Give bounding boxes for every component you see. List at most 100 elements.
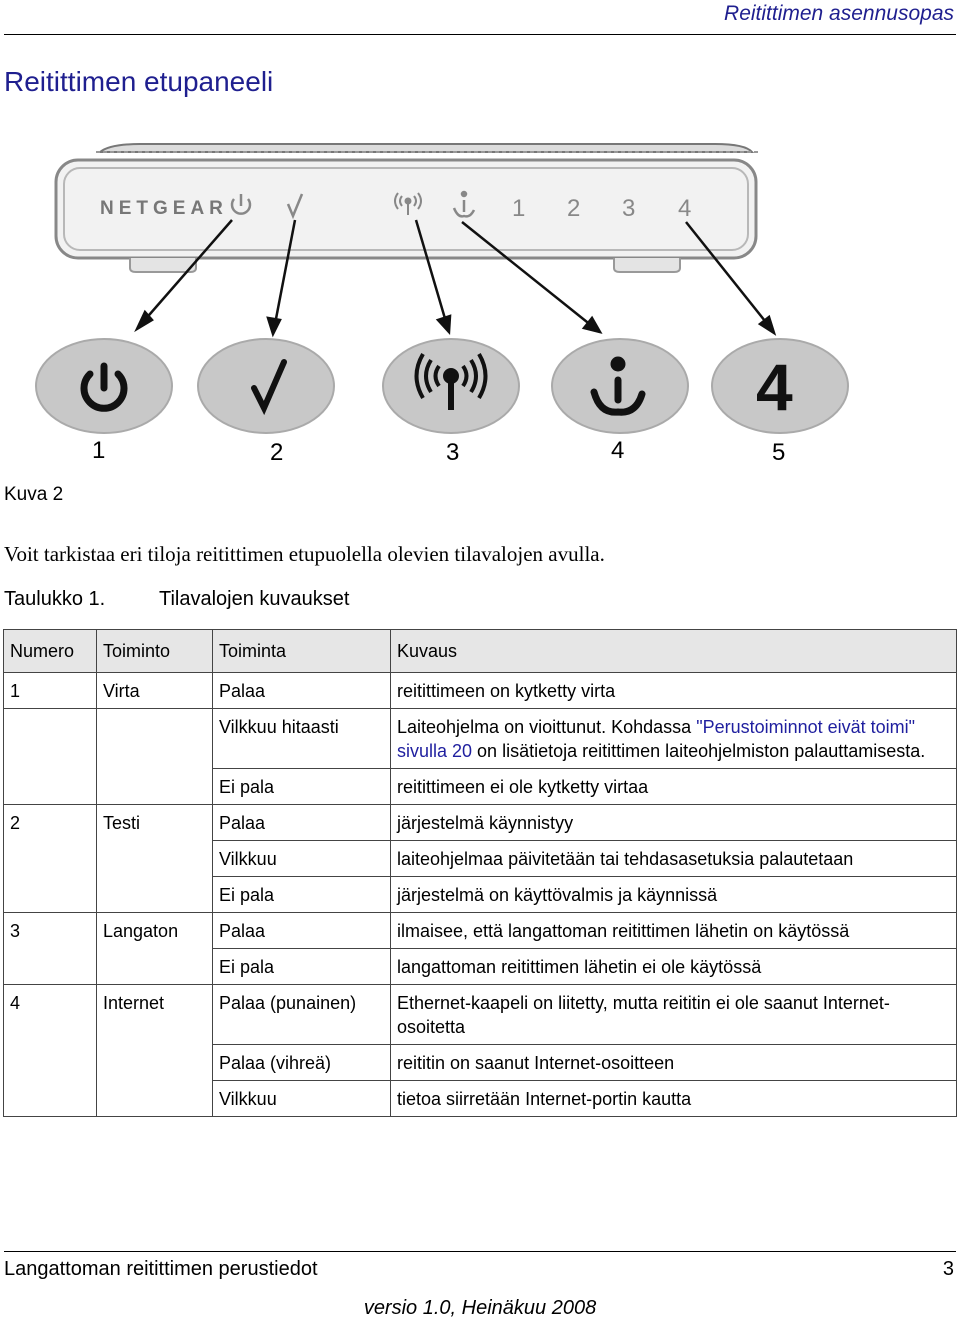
header-toiminto: Toiminto [96,629,213,673]
callout-wireless-badge [382,338,520,434]
callout-port-badge: 4 [711,338,849,434]
footer-divider [4,1251,956,1252]
header-numero: Numero [3,629,97,673]
test-check-icon [251,359,287,416]
callout-arrows [134,219,777,338]
cell-description: laiteohjelmaa päivitetään tai tehdasaset… [390,840,957,877]
table-row: Vilkkuu tietoa siirretään Internet-porti… [3,1080,957,1117]
panel-port-2-label: 2 [567,195,580,222]
callout-power-badge [35,338,173,434]
wireless-icon [414,352,488,410]
cell-description: ilmaisee, että langattoman reitittimen l… [390,912,957,949]
callout-number-3: 3 [446,439,459,466]
cell-function: Internet [96,984,213,1045]
callout-test-badge [197,338,335,434]
cell-description: Laiteohjelma on vioittunut. Kohdassa "Pe… [390,708,957,769]
cell-function [96,708,213,769]
intro-paragraph: Voit tarkistaa eri tiloja reitittimen et… [4,542,605,566]
cell-state: Palaa (punainen) [212,984,391,1045]
cell-state: Palaa (vihreä) [212,1044,391,1081]
figure-caption: Kuva 2 [4,484,64,505]
cell-number [3,1044,97,1081]
table-row: 3 Langaton Palaa ilmaisee, että langatto… [3,912,957,949]
cell-description: reititin on saanut Internet-osoitteen [390,1044,957,1081]
page-number: 3 [942,1258,954,1280]
cell-description: järjestelmä on käyttövalmis ja käynnissä [390,876,957,913]
panel-port-3-label: 3 [622,195,635,222]
cell-function [96,876,213,913]
cell-state: Vilkkuu hitaasti [212,708,391,769]
cell-description: tietoa siirretään Internet-portin kautta [390,1080,957,1117]
cell-number: 3 [3,912,97,949]
header-kuvaus: Kuvaus [390,629,957,673]
panel-check-icon [286,193,304,220]
cell-number: 2 [3,804,97,841]
cell-state: Palaa [212,672,391,709]
cell-number [3,840,97,877]
panel-internet-icon [452,190,476,218]
table-caption-number: Taulukko 1. [4,588,106,610]
document-version: versio 1.0, Heinäkuu 2008 [363,1297,597,1319]
panel-port-4-label: 4 [678,195,691,222]
cell-description: reitittimeen on kytketty virta [390,672,957,709]
description-text: on lisätietoja reitittimen laiteohjelmis… [472,741,926,761]
cell-number: 4 [3,984,97,1045]
cell-number [3,768,97,805]
cell-state: Ei pala [212,876,391,913]
brand-label: NETGEAR [100,198,228,219]
cell-number [3,876,97,913]
running-header: Reitittimen asennusopas [724,2,954,25]
cell-function [96,840,213,877]
cell-description: reitittimeen ei ole kytketty virtaa [390,768,957,805]
callout-number-2: 2 [270,439,283,466]
cell-number [3,1080,97,1117]
cell-description: järjestelmä käynnistyy [390,804,957,841]
table-row: Vilkkuu hitaasti Laiteohjelma on vioittu… [3,708,957,769]
table-row: Ei pala järjestelmä on käyttövalmis ja k… [3,876,957,913]
table-row: 4 Internet Palaa (punainen) Ethernet-kaa… [3,984,957,1045]
cell-function: Virta [96,672,213,709]
cell-state: Vilkkuu [212,840,391,877]
port-4-icon: 4 [756,350,793,424]
panel-port-1-label: 1 [512,195,525,222]
status-light-table: Numero Toiminto Toiminta Kuvaus 1 Virta … [3,629,957,1117]
cell-description: langattoman reitittimen lähetin ei ole k… [390,948,957,985]
callout-number-1: 1 [92,437,105,464]
table-row: Vilkkuu laiteohjelmaa päivitetään tai te… [3,840,957,877]
table-caption: Taulukko 1.Tilavalojen kuvaukset [4,588,349,611]
cell-state: Ei pala [212,948,391,985]
router-front-panel-figure: NETGEAR 1 2 3 4 [35,143,849,466]
router-body: NETGEAR 1 2 3 4 [54,143,758,273]
cell-state: Palaa [212,912,391,949]
cell-function [96,1044,213,1081]
cell-function [96,1080,213,1117]
table-row: Ei pala reitittimeen ei ole kytketty vir… [3,768,957,805]
cell-number [3,948,97,985]
cell-description: Ethernet-kaapeli on liitetty, mutta reit… [390,984,957,1045]
footer-chapter-title: Langattoman reitittimen perustiedot [4,1258,318,1280]
cell-function [96,948,213,985]
cell-state: Palaa [212,804,391,841]
table-row: Ei pala langattoman reitittimen lähetin … [3,948,957,985]
header-toiminta: Toiminta [212,629,391,673]
cell-number: 1 [3,672,97,709]
cross-reference-link[interactable]: "Perustoiminnot eivät toimi" sivulla 20 [397,717,916,761]
cell-number [3,708,97,769]
cell-function [96,768,213,805]
table-row: Palaa (vihreä) reititin on saanut Intern… [3,1044,957,1081]
internet-icon [590,356,646,416]
header-divider [4,34,956,35]
cell-function: Langaton [96,912,213,949]
table-header-row: Numero Toiminto Toiminta Kuvaus [3,629,957,673]
callout-internet-badge [551,338,689,434]
page-title: Reitittimen etupaneeli [4,66,274,97]
panel-power-icon [230,194,252,215]
callout-number-4: 4 [611,437,624,464]
table-row: 1 Virta Palaa reitittimeen on kytketty v… [3,672,957,709]
callout-number-5: 5 [772,439,785,466]
cell-state: Vilkkuu [212,1080,391,1117]
table-row: 2 Testi Palaa järjestelmä käynnistyy [3,804,957,841]
panel-wireless-icon [394,192,422,215]
description-text: Laiteohjelma on vioittunut. Kohdassa [397,717,697,737]
cell-function: Testi [96,804,213,841]
